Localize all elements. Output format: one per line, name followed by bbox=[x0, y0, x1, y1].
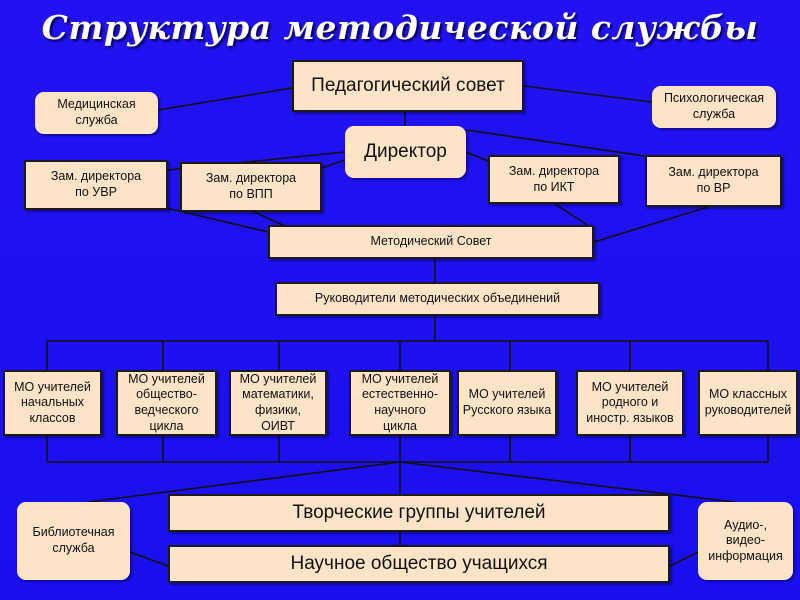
node-mo-social: МО учителей общество- ведческого цикла bbox=[116, 370, 217, 436]
node-mo-primary: МО учителей начальных классов bbox=[3, 370, 102, 436]
node-mo-heads: Руководители методических объединений bbox=[275, 282, 600, 316]
node-library-service: Библиотечная служба bbox=[17, 502, 130, 580]
node-mo-math: МО учителей математики, физики, ОИВТ bbox=[229, 370, 327, 436]
node-student-society: Научное общество учащихся bbox=[168, 545, 670, 583]
node-methodical-council: Методический Совет bbox=[268, 225, 594, 259]
node-pedagogical-council: Педагогический совет bbox=[292, 60, 524, 112]
node-medical-service: Медицинская служба bbox=[35, 92, 158, 134]
node-psychological-service: Психологическая служба bbox=[652, 86, 776, 128]
page-title: Структура методической службы bbox=[41, 8, 759, 47]
node-deputy-ikt: Зам. директора по ИКТ bbox=[488, 155, 620, 204]
node-director: Директор bbox=[345, 126, 466, 178]
node-creative-groups: Творческие группы учителей bbox=[168, 494, 670, 532]
node-mo-class-teachers: МО классных руководителей bbox=[698, 370, 798, 436]
node-deputy-vr: Зам. директора по ВР bbox=[645, 155, 782, 207]
node-deputy-uvr: Зам. директора по УВР bbox=[24, 160, 168, 210]
node-deputy-vpp: Зам. директора по ВПП bbox=[180, 162, 322, 212]
node-mo-languages: МО учителей родного и иностр. языков bbox=[576, 370, 684, 436]
node-mo-russian: МО учителей Русского языка bbox=[457, 370, 557, 436]
node-mo-science: МО учителей естественно- научного цикла bbox=[349, 370, 451, 436]
node-audio-video-info: Аудио-, видео- информация bbox=[698, 502, 793, 580]
